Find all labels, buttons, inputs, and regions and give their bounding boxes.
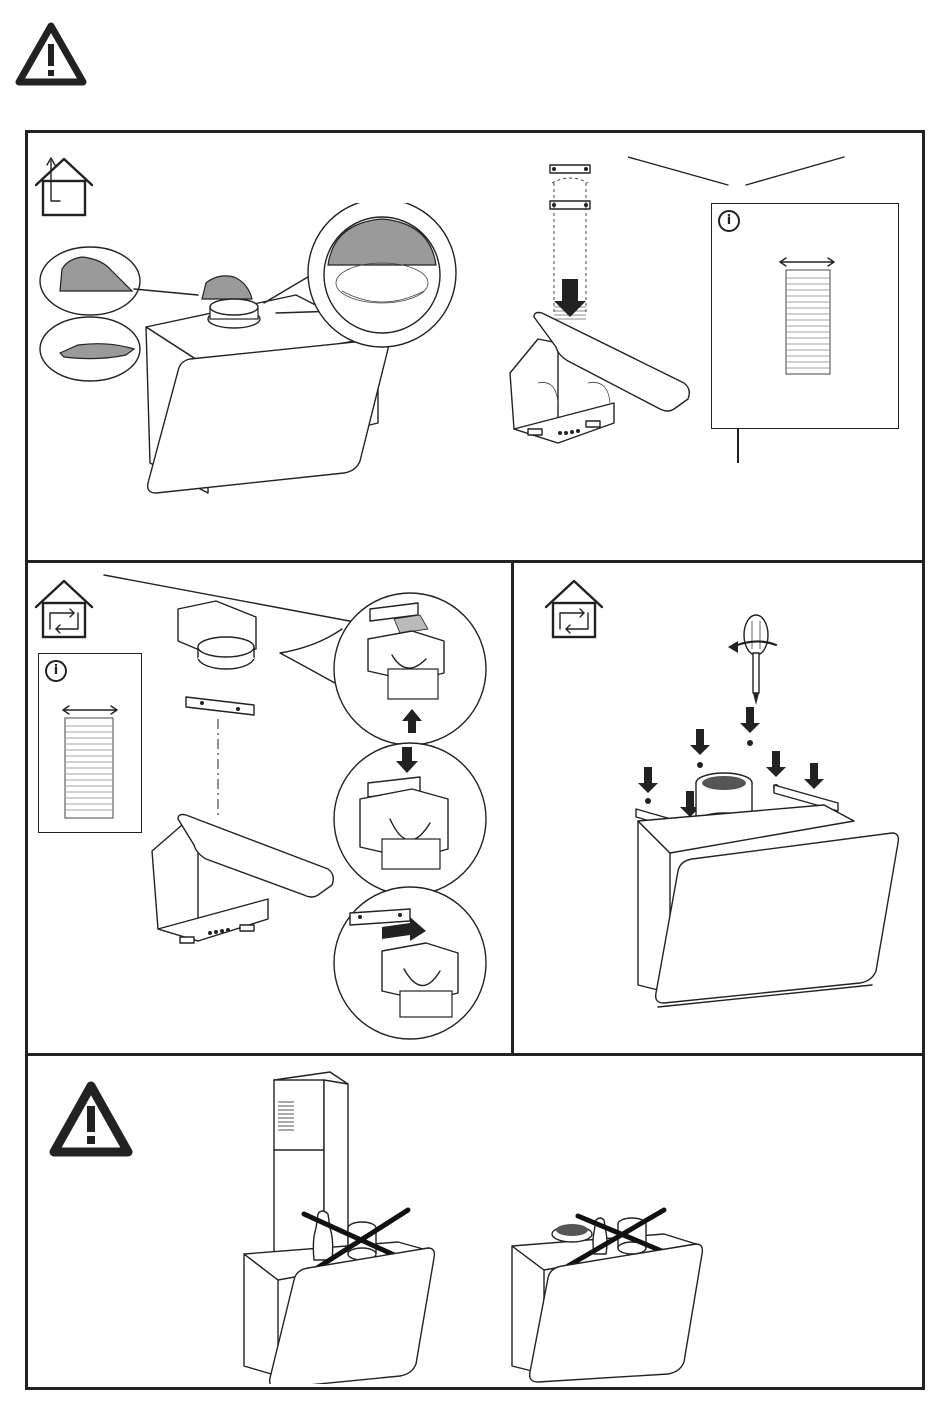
panel-recirculation-bracket: i [25, 560, 514, 1056]
hood-without-chimney-no-objects-diagram [508, 1196, 708, 1384]
hood-filter-screws-diagram [614, 703, 914, 1023]
panel-ducted-installation: i [25, 130, 925, 563]
step-circle-3 [330, 883, 490, 1043]
house-recirculation-icon [34, 577, 94, 639]
screwdriver-icon [726, 613, 786, 713]
duct-hood-diagram [498, 153, 708, 473]
top-warning-icon [15, 22, 87, 86]
flexible-duct-diagram [778, 256, 838, 376]
step-circle-2 [330, 739, 490, 899]
info-box-leader-line [737, 429, 739, 463]
panel-recirculation-filter [511, 560, 925, 1056]
hood-with-flap-diagram [38, 203, 498, 503]
warning-triangle-icon [48, 1080, 134, 1158]
hood-with-chimney-no-objects-diagram [238, 1064, 458, 1384]
ceiling-corner-line [628, 153, 858, 193]
info-box-flexible-duct: i [711, 203, 899, 429]
info-circle-icon: i [45, 660, 67, 682]
step-circle-1 [330, 589, 490, 749]
house-recirculation-icon [544, 577, 604, 639]
panel-warning-no-objects-on-top [25, 1053, 925, 1390]
info-circle-icon: i [718, 210, 740, 232]
